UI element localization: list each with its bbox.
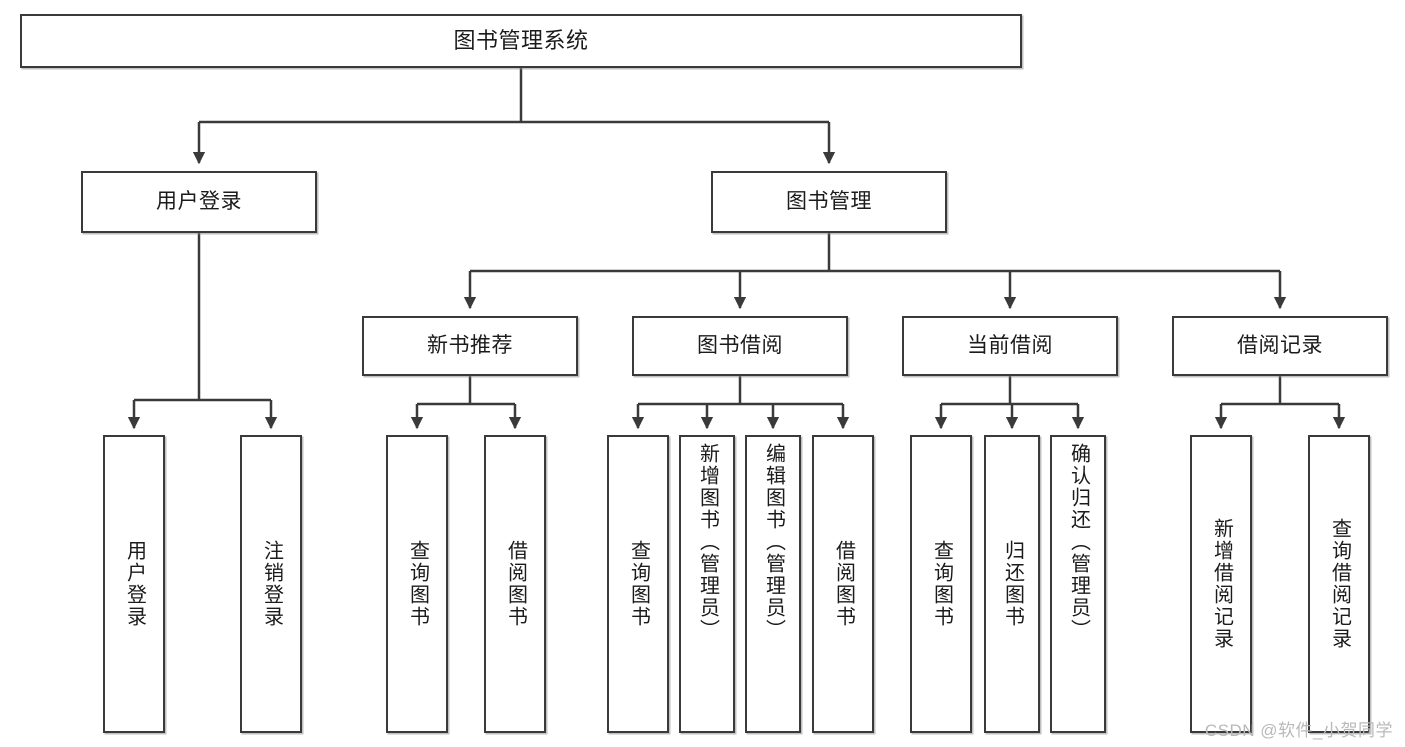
node-leaf-add-book-admin[interactable]: 新增图书（管理员） [679, 435, 735, 733]
node-leaf-query-book-3-label: 查询图书 [930, 540, 953, 628]
node-leaf-query-book-1[interactable]: 查询图书 [386, 435, 448, 733]
node-borrow-record-label: 借阅记录 [1237, 334, 1323, 358]
node-leaf-return-book[interactable]: 归还图书 [984, 435, 1040, 733]
node-leaf-user-login[interactable]: 用户登录 [103, 435, 165, 733]
node-leaf-borrow-book-1-label: 借阅图书 [504, 540, 527, 628]
node-leaf-user-logout-label: 注销登录 [260, 540, 283, 628]
node-leaf-confirm-return-admin-label: 确认归还（管理员） [1067, 443, 1090, 641]
node-user-login[interactable]: 用户登录 [81, 171, 317, 233]
node-leaf-user-login-label: 用户登录 [123, 540, 146, 628]
node-root-label: 图书管理系统 [453, 27, 589, 53]
node-leaf-borrow-book-2[interactable]: 借阅图书 [812, 435, 874, 733]
node-leaf-query-book-2[interactable]: 查询图书 [607, 435, 669, 733]
node-leaf-query-borrow-record[interactable]: 查询借阅记录 [1308, 435, 1370, 733]
node-leaf-query-book-3[interactable]: 查询图书 [910, 435, 972, 733]
node-leaf-query-book-2-label: 查询图书 [627, 540, 650, 628]
node-leaf-query-borrow-record-label: 查询借阅记录 [1328, 518, 1351, 650]
node-root[interactable]: 图书管理系统 [20, 14, 1022, 68]
node-new-book-recommend[interactable]: 新书推荐 [362, 316, 578, 376]
node-leaf-add-borrow-record-label: 新增借阅记录 [1210, 518, 1233, 650]
node-leaf-user-logout[interactable]: 注销登录 [240, 435, 302, 733]
node-book-borrow-label: 图书借阅 [697, 334, 783, 358]
node-leaf-confirm-return-admin[interactable]: 确认归还（管理员） [1050, 435, 1106, 733]
node-book-manage-label: 图书管理 [786, 190, 872, 214]
node-new-book-recommend-label: 新书推荐 [427, 334, 513, 358]
node-leaf-add-borrow-record[interactable]: 新增借阅记录 [1190, 435, 1252, 733]
node-book-borrow[interactable]: 图书借阅 [632, 316, 848, 376]
node-leaf-add-book-admin-label: 新增图书（管理员） [696, 443, 719, 641]
node-leaf-borrow-book-1[interactable]: 借阅图书 [484, 435, 546, 733]
node-book-manage[interactable]: 图书管理 [711, 171, 947, 233]
node-leaf-query-book-1-label: 查询图书 [406, 540, 429, 628]
node-current-borrow[interactable]: 当前借阅 [902, 316, 1118, 376]
node-leaf-edit-book-admin-label: 编辑图书（管理员） [762, 443, 785, 641]
csdn-watermark: CSDN @软件_小贺同学 [1204, 721, 1393, 740]
node-current-borrow-label: 当前借阅 [967, 334, 1053, 358]
node-borrow-record[interactable]: 借阅记录 [1172, 316, 1388, 376]
node-user-login-label: 用户登录 [156, 190, 242, 214]
node-leaf-return-book-label: 归还图书 [1001, 540, 1024, 628]
node-leaf-borrow-book-2-label: 借阅图书 [832, 540, 855, 628]
node-leaf-edit-book-admin[interactable]: 编辑图书（管理员） [745, 435, 801, 733]
